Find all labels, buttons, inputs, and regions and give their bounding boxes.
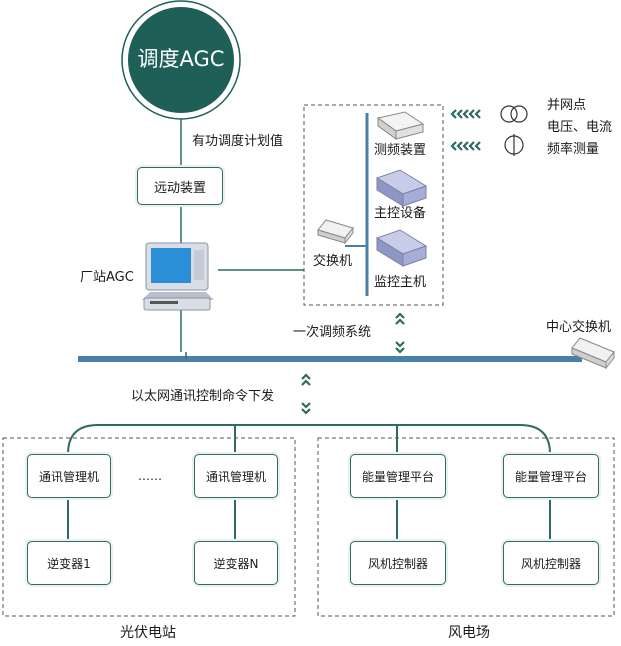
inverter-label: 逆变器1	[47, 556, 91, 571]
ellipsis: ……	[138, 469, 162, 483]
primary-freq-box	[303, 104, 444, 306]
plan-value-label: 有功调度计划值	[192, 134, 284, 149]
monitor-host-icon	[375, 229, 428, 267]
grid-point-line-3: 频率测量	[547, 142, 600, 157]
plant-agc-label: 厂站AGC	[80, 270, 134, 285]
measure-device-label: 测频装置	[374, 143, 427, 158]
primary-freq-arrow-icon	[395, 312, 405, 354]
central-switch-label: 中心交换机	[546, 320, 612, 335]
primary-freq-system-label: 一次调频系统	[293, 325, 372, 340]
turbine-controller-box-2: 风机控制器	[503, 541, 599, 585]
pv-station-box	[2, 437, 296, 617]
comm-manager-box-2: 通讯管理机	[194, 454, 278, 498]
remote-device-label: 远动装置	[153, 180, 206, 196]
inverter-box-1: 逆变器1	[27, 541, 111, 585]
turbine-controller-box-1: 风机控制器	[350, 541, 446, 585]
wind-farm-title: 风电场	[448, 625, 490, 641]
turbine-controller-label: 风机控制器	[520, 556, 581, 571]
comm-manager-label: 通讯管理机	[205, 469, 266, 484]
voltage-transformer-icon	[500, 105, 528, 123]
central-switch-icon	[571, 337, 615, 370]
switch-device-icon	[317, 219, 354, 245]
computer-icon	[142, 242, 214, 311]
energy-platform-label: 能量管理平台	[361, 469, 434, 484]
turbine-controller-label: 风机控制器	[367, 556, 428, 571]
energy-platform-label: 能量管理平台	[514, 469, 587, 484]
measure-device-icon	[376, 111, 425, 140]
comm-manager-label: 通讯管理机	[38, 469, 99, 484]
ethernet-label: 以太网通讯控制命令下发	[131, 389, 275, 404]
remote-device-box: 远动装置	[137, 167, 223, 205]
measurement-arrow-icon	[450, 109, 481, 151]
switch-label: 交换机	[313, 254, 353, 269]
inverter-box-n: 逆变器N	[194, 541, 278, 585]
main-control-icon	[375, 169, 428, 207]
main-control-label: 主控设备	[374, 206, 427, 221]
grid-point-line-1: 并网点	[547, 98, 587, 113]
comm-manager-box-1: 通讯管理机	[27, 454, 111, 498]
wind-farm-box	[317, 437, 615, 617]
ethernet-arrow-icon	[301, 373, 311, 415]
pv-station-title: 光伏电站	[120, 625, 176, 641]
current-transformer-icon	[504, 134, 524, 156]
grid-point-line-2: 电压、电流	[547, 120, 613, 135]
agc-title: 调度AGC	[137, 47, 225, 71]
agc-circle-inner	[128, 7, 234, 113]
monitor-host-label: 监控主机	[374, 275, 427, 290]
inverter-label: 逆变器N	[213, 556, 259, 571]
energy-platform-box-2: 能量管理平台	[503, 454, 599, 498]
energy-platform-box-1: 能量管理平台	[350, 454, 446, 498]
